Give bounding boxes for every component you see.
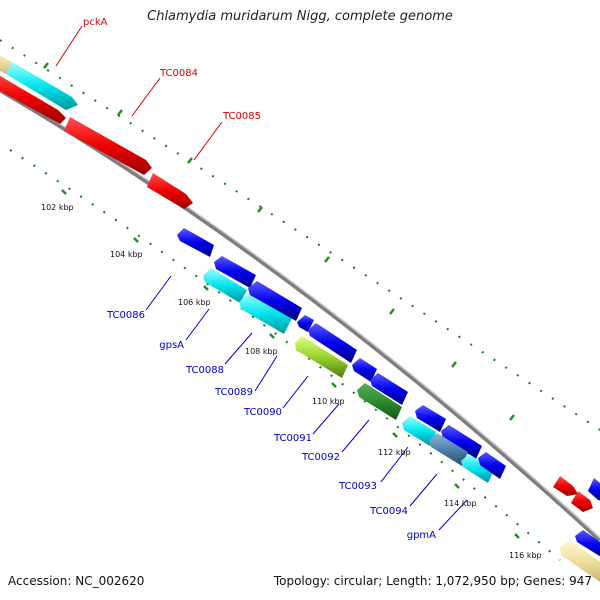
- inner-dotted-track: [9, 149, 561, 561]
- gene-blue-right[interactable]: [588, 478, 600, 502]
- scale-label: 112 kbp: [378, 448, 411, 457]
- gene-label: TC0090: [243, 407, 282, 418]
- gene-blue-bottom[interactable]: [575, 530, 600, 560]
- scale-label: 102 kbp: [41, 203, 74, 212]
- major-tick: [133, 237, 139, 243]
- gene-TC0094[interactable]: [402, 416, 436, 446]
- map-title: Chlamydia muridarum Nigg, complete genom…: [147, 9, 453, 24]
- gene-label: TC0085: [222, 111, 261, 122]
- major-tick: [187, 157, 193, 164]
- leader-gpmA: [438, 499, 468, 531]
- gene-steel[interactable]: [429, 433, 468, 466]
- gene-TC0086[interactable]: [177, 228, 214, 257]
- major-ticks: [43, 62, 520, 539]
- major-tick: [43, 62, 49, 69]
- gene-label: TC0084: [159, 68, 198, 79]
- gene-red-right-a[interactable]: [553, 476, 578, 496]
- scale-label: 114 kbp: [444, 499, 477, 508]
- major-tick: [203, 285, 209, 291]
- reverse-strand-features: [177, 228, 600, 582]
- gene-gpsA[interactable]: [203, 268, 247, 303]
- gene-red-right-b[interactable]: [571, 491, 593, 512]
- gene-beige-partial[interactable]: [0, 50, 12, 74]
- gene-TC0084[interactable]: [64, 117, 152, 175]
- leader-TC0094: [409, 473, 438, 507]
- leader-TC0086: [145, 275, 172, 311]
- gene-label: TC0086: [106, 310, 145, 321]
- leader-TC0090: [282, 375, 309, 409]
- gene-label: pckA: [83, 17, 108, 28]
- topology-text: Topology: circular; Length: 1,072,950 bp…: [273, 574, 592, 588]
- major-tick: [257, 206, 263, 213]
- gene-red-partial[interactable]: [0, 70, 66, 124]
- gene-TC0085[interactable]: [147, 173, 193, 209]
- major-tick: [389, 308, 395, 315]
- leader-TC0089: [254, 355, 278, 392]
- scale-labels: 102 kbp 104 kbp 106 kbp 108 kbp 110 kbp …: [41, 203, 542, 560]
- leader-TC0088: [224, 332, 253, 365]
- gene-blue-d[interactable]: [415, 405, 446, 432]
- major-tick: [392, 432, 398, 438]
- major-tick: [514, 533, 520, 539]
- scale-label: 106 kbp: [178, 298, 211, 307]
- leader-gpsA: [185, 308, 210, 341]
- gene-label: TC0094: [369, 506, 408, 517]
- forward-label-leaders: [55, 25, 223, 161]
- gene-pckA[interactable]: [6, 62, 78, 110]
- scale-label: 116 kbp: [509, 551, 542, 560]
- accession-text: Accession: NC_002620: [8, 574, 145, 588]
- reverse-label-leaders: [145, 275, 468, 531]
- genome-backbone-highlight: [0, 87, 600, 539]
- outer-dotted-track: [0, 39, 600, 431]
- gene-label: gpmA: [407, 530, 436, 541]
- gene-label: TC0092: [301, 452, 340, 463]
- reverse-labels: TC0086 gpsA TC0088 TC0089 TC0090 TC0091 …: [106, 310, 436, 541]
- leader-TC0093: [380, 446, 409, 483]
- major-tick: [117, 109, 123, 116]
- gene-TC0093[interactable]: [357, 383, 402, 420]
- major-tick: [269, 333, 275, 339]
- major-tick: [61, 189, 67, 195]
- leader-TC0092: [341, 419, 370, 453]
- gene-label: TC0088: [185, 365, 224, 376]
- gene-blue-c[interactable]: [352, 358, 377, 382]
- leader-TC0084: [131, 77, 161, 117]
- gene-TC0091[interactable]: [295, 336, 348, 378]
- dotted-tracks: [0, 39, 600, 561]
- scale-label: 110 kbp: [312, 397, 345, 406]
- gene-label: TC0091: [273, 433, 312, 444]
- major-tick: [454, 483, 460, 489]
- scale-label: 108 kbp: [245, 347, 278, 356]
- leader-TC0085: [193, 121, 223, 161]
- genome-backbone: [0, 88, 600, 542]
- gene-blue-a[interactable]: [214, 256, 256, 288]
- gene-label: gpsA: [159, 340, 184, 351]
- gene-gpmA[interactable]: [461, 454, 494, 483]
- gene-blue-e[interactable]: [441, 425, 482, 459]
- forward-labels: pckA TC0084 TC0085: [83, 17, 261, 122]
- major-tick: [509, 414, 515, 421]
- gene-blue-f[interactable]: [478, 452, 506, 479]
- gene-TC0090[interactable]: [308, 323, 357, 363]
- leader-pckA: [55, 25, 83, 67]
- gene-label: TC0089: [214, 387, 253, 398]
- gene-beige-bottom[interactable]: [560, 540, 600, 582]
- leader-TC0091: [312, 403, 340, 435]
- gene-TC0089[interactable]: [297, 315, 314, 332]
- gene-TC0088[interactable]: [239, 293, 292, 334]
- scale-label: 104 kbp: [110, 250, 143, 259]
- gene-TC0092[interactable]: [370, 373, 408, 405]
- forward-strand-features: [0, 50, 600, 512]
- major-tick: [331, 382, 337, 388]
- major-tick: [451, 361, 457, 368]
- gene-blue-b[interactable]: [248, 281, 302, 321]
- gene-label: TC0093: [338, 481, 377, 492]
- major-tick: [324, 256, 330, 263]
